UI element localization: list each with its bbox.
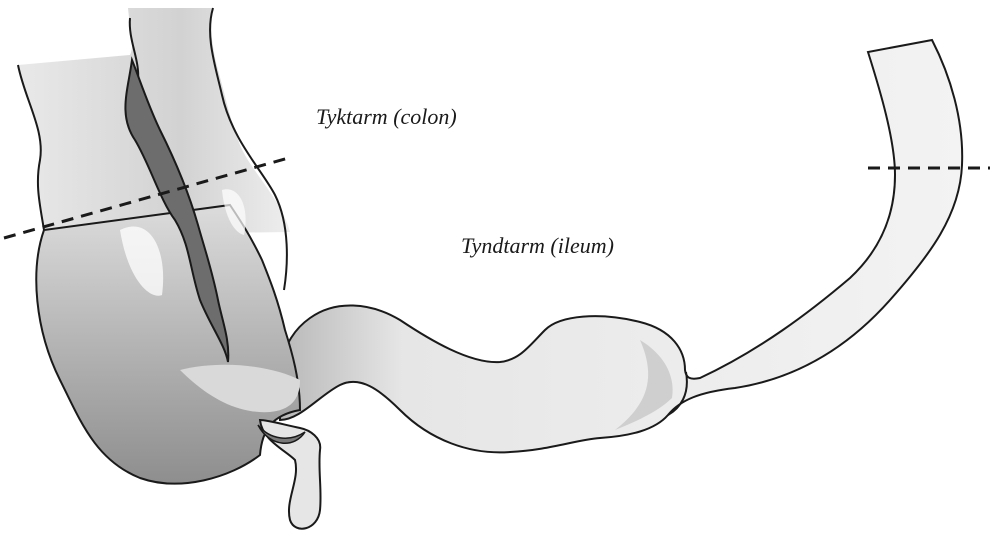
ileum-body xyxy=(280,40,962,452)
colon-label: Tyktarm (colon) xyxy=(316,106,457,128)
cecum-body xyxy=(36,205,300,484)
ileum-label: Tyndtarm (ileum) xyxy=(461,235,614,257)
